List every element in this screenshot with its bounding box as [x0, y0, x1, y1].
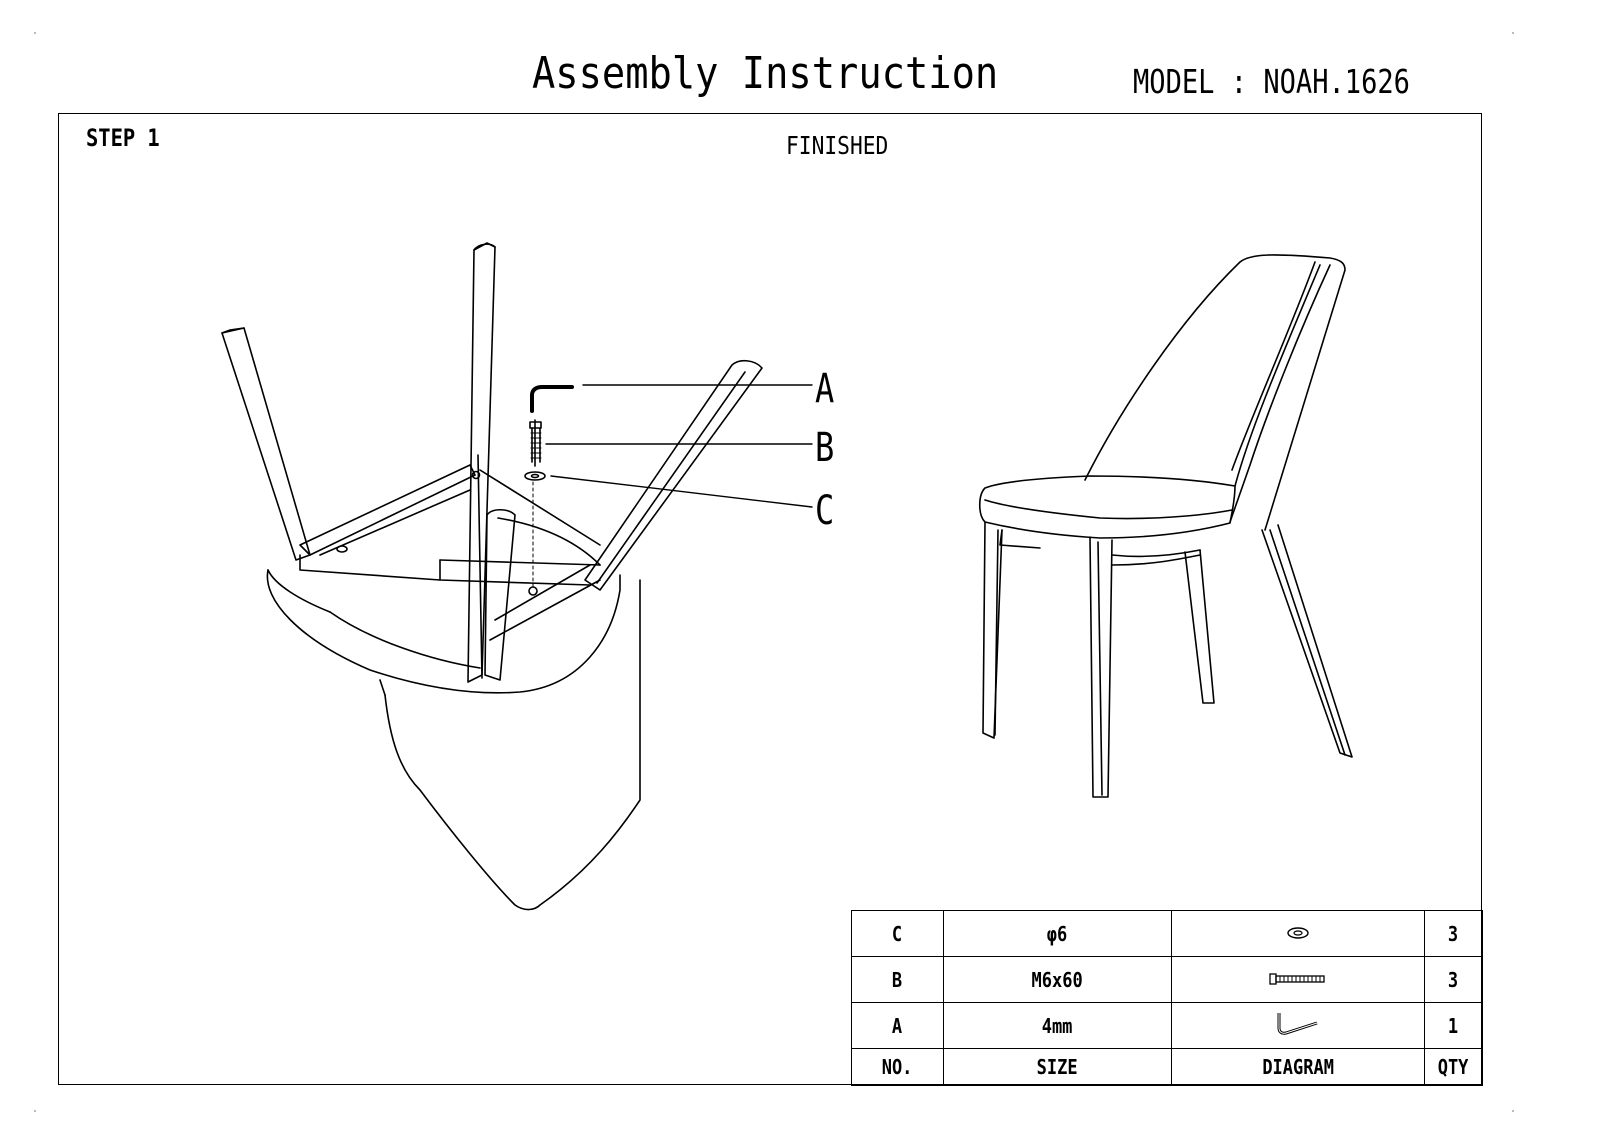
step-label: STEP 1: [86, 124, 160, 152]
part-size-cell: 4mm: [943, 1002, 1172, 1049]
upside-down-chair-illustration: [221, 242, 763, 911]
part-no-cell: A: [851, 1002, 944, 1049]
part-diagram-cell: [1171, 956, 1425, 1003]
callout-a-label: A: [815, 366, 835, 412]
instruction-frame: [58, 113, 1482, 1085]
table-header-row: NO. SIZE DIAGRAM QTY: [851, 1048, 1483, 1086]
part-diagram-cell: [1171, 1002, 1425, 1049]
part-size-cell: φ6: [943, 910, 1172, 957]
corner-mark: [1512, 32, 1514, 34]
page-title: Assembly Instruction: [532, 48, 999, 99]
bolt-icon: [1269, 972, 1325, 985]
part-no-cell: B: [851, 956, 944, 1003]
allen-key-icon: [1277, 1013, 1318, 1035]
corner-mark: [34, 32, 36, 34]
corner-mark: [1512, 1110, 1514, 1112]
header-size: SIZE: [943, 1048, 1172, 1086]
table-row: A 4mm 1: [851, 1002, 1483, 1049]
callout-c-label: C: [815, 488, 835, 534]
finished-chair-illustration: [978, 254, 1353, 798]
header-no: NO.: [851, 1048, 944, 1086]
part-qty-cell: 3: [1424, 910, 1483, 957]
model-number: MODEL : NOAH.1626: [1133, 62, 1410, 101]
part-qty-cell: 3: [1424, 956, 1483, 1003]
part-qty-cell: 1: [1424, 1002, 1483, 1049]
hardware-exploded-view: [524, 384, 813, 591]
corner-mark: [34, 1110, 36, 1112]
header-qty: QTY: [1424, 1048, 1483, 1086]
table-row: C φ6 3: [851, 910, 1483, 957]
header-diagram: DIAGRAM: [1171, 1048, 1425, 1086]
table-row: B M6x60 3: [851, 956, 1483, 1003]
callout-b-label: B: [815, 425, 835, 471]
parts-table: C φ6 3 B M6x60 3 A 4mm: [851, 910, 1483, 1086]
washer-icon: [1287, 926, 1309, 939]
finished-label: FINISHED: [786, 131, 889, 160]
part-no-cell: C: [851, 910, 944, 957]
part-size-cell: M6x60: [943, 956, 1172, 1003]
part-diagram-cell: [1171, 910, 1425, 957]
